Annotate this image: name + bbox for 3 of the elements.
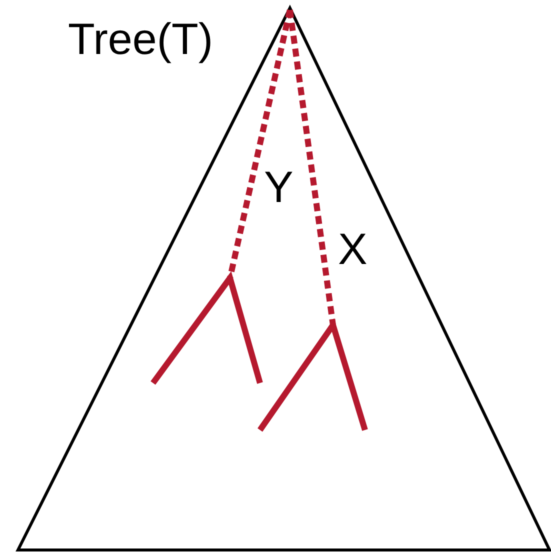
- tree-label: Tree(T): [68, 18, 214, 62]
- dotted-branch-line: [286, 10, 336, 326]
- dotted-branch-line: [227, 9, 293, 279]
